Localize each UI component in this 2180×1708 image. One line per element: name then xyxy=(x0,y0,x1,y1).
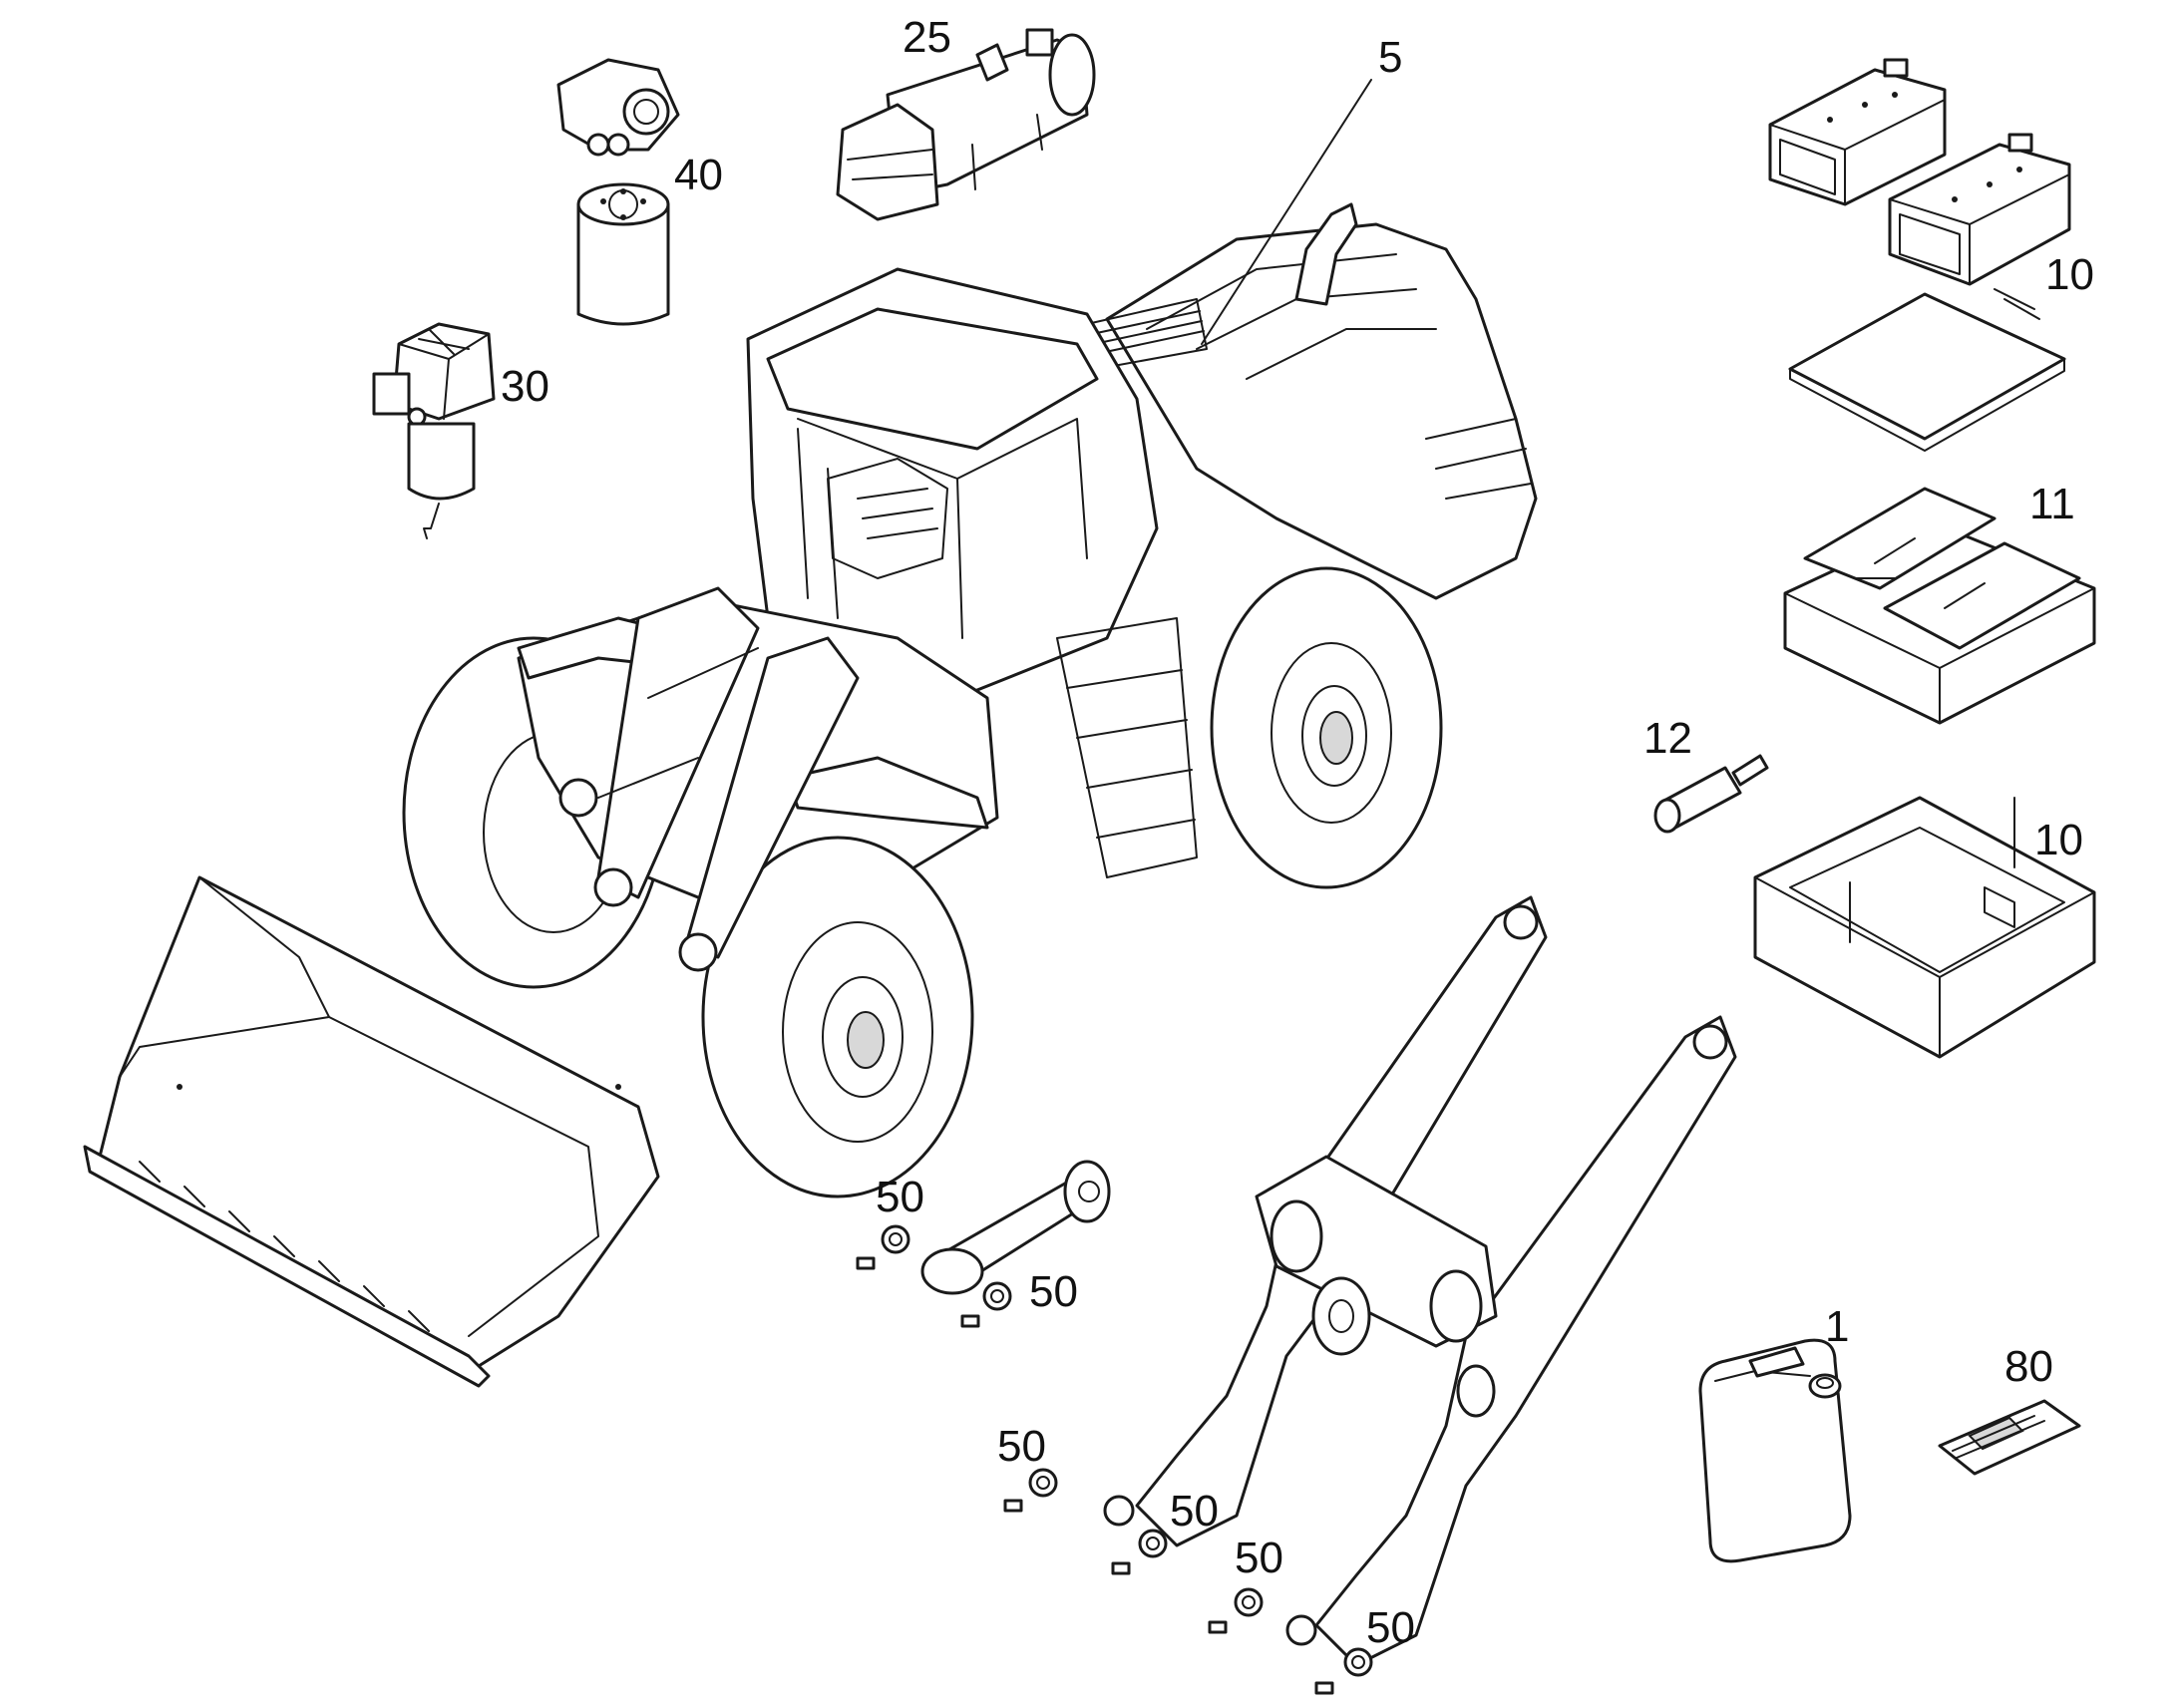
callout-1: 1 xyxy=(1825,1302,1849,1351)
battery-plate-illustration xyxy=(1788,288,2066,452)
callout-5: 5 xyxy=(1378,33,1402,82)
battery-cover-illustration xyxy=(1783,487,2096,725)
callout-12: 12 xyxy=(1643,714,1692,763)
water-separator-illustration xyxy=(372,322,496,539)
callout-10-upper: 10 xyxy=(2045,250,2094,299)
fuel-filter-illustration xyxy=(556,58,680,326)
callout-50-link-top: 50 xyxy=(876,1173,924,1221)
pin-seal-parts xyxy=(856,1224,1373,1695)
callout-80: 80 xyxy=(2004,1342,2053,1391)
callout-50-arm-left-bottom: 50 xyxy=(1170,1487,1219,1536)
callout-30: 30 xyxy=(501,362,549,411)
leader-line-5 xyxy=(1201,79,1372,345)
callout-50-arm-right-bottom: 50 xyxy=(1366,1603,1415,1652)
air-precleaner-illustration xyxy=(836,28,1096,221)
link-rod-illustration xyxy=(920,1160,1111,1295)
fluid-container-illustration xyxy=(1698,1338,1852,1563)
callout-11: 11 xyxy=(2029,480,2075,528)
callout-50-arm-left-top: 50 xyxy=(997,1422,1046,1471)
lift-arm-illustration xyxy=(1103,895,1737,1667)
callout-25: 25 xyxy=(903,13,951,62)
callout-40: 40 xyxy=(674,151,723,199)
callout-10-lower: 10 xyxy=(2034,816,2083,864)
spray-can-illustration xyxy=(1653,754,1769,834)
batteries-illustration xyxy=(1768,58,2071,286)
decal-card-illustration xyxy=(1938,1399,2081,1476)
wheel-loader-illustration xyxy=(83,202,1538,1388)
battery-tray-illustration xyxy=(1753,796,2096,1059)
callout-50-arm-right-top: 50 xyxy=(1235,1534,1283,1582)
callout-50-link-bottom: 50 xyxy=(1029,1267,1078,1316)
